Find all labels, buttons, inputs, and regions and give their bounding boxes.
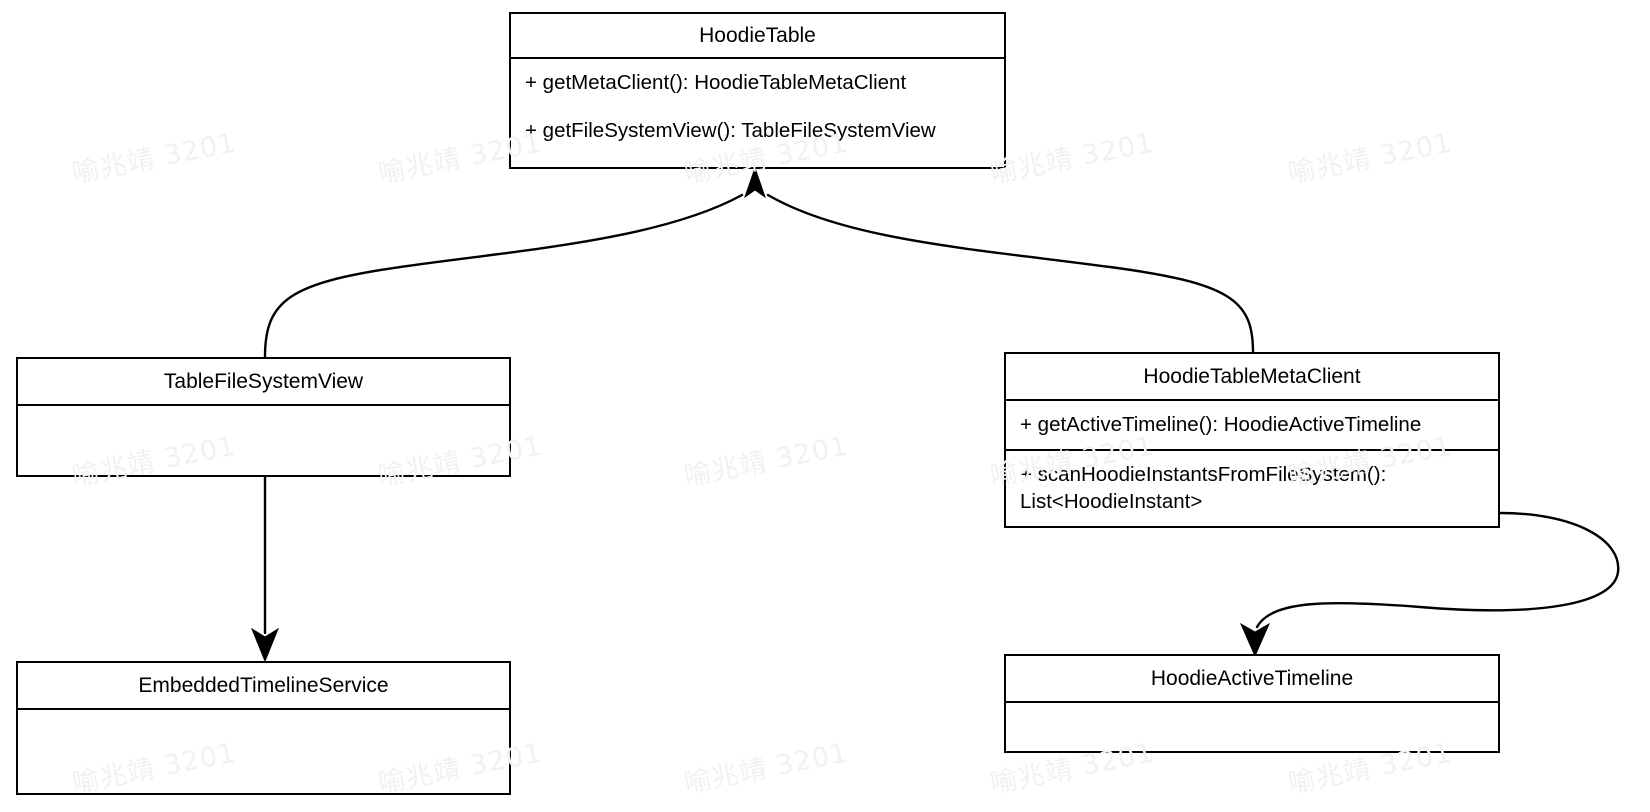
class-name-hoodie-table-meta-client: HoodieTableMetaClient bbox=[1006, 354, 1498, 402]
class-box-hoodie-table[interactable]: HoodieTable + getMetaClient(): HoodieTab… bbox=[509, 12, 1006, 169]
class-box-hoodie-table-meta-client[interactable]: HoodieTableMetaClient + getActiveTimelin… bbox=[1004, 352, 1500, 528]
edge-tablefilesystemview-to-hoodietable bbox=[263, 193, 744, 359]
class-name-hoodie-table: HoodieTable bbox=[511, 14, 1004, 60]
class-members-hoodie-table-meta-client-second: + scanHoodieInstantsFromFileSystem(): Li… bbox=[1006, 451, 1498, 525]
class-box-embedded-timeline-service[interactable]: EmbeddedTimelineService bbox=[16, 661, 511, 795]
edge-hoodietablemetaclient-to-hoodieactivetimeline bbox=[1255, 511, 1620, 629]
class-member: + getMetaClient(): HoodieTableMetaClient bbox=[525, 71, 907, 95]
arrowhead-into-hoodietable bbox=[744, 166, 766, 199]
class-member: + getFileSystemView(): TableFileSystemVi… bbox=[525, 119, 936, 143]
class-member: + getActiveTimeline(): HoodieActiveTimel… bbox=[1020, 413, 1422, 437]
class-empty-member-area bbox=[18, 406, 509, 450]
class-member: + scanHoodieInstantsFromFileSystem(): Li… bbox=[1020, 463, 1387, 513]
class-box-table-file-system-view[interactable]: TableFileSystemView bbox=[16, 357, 511, 477]
arrowhead-into-embeddedtimelineservice bbox=[250, 627, 280, 663]
class-name-embedded-timeline-service: EmbeddedTimelineService bbox=[18, 663, 509, 711]
watermark-text: 喻兆靖 3201 bbox=[987, 127, 1157, 190]
class-members-table-file-system-view bbox=[18, 406, 509, 450]
class-members-hoodie-active-timeline bbox=[1006, 703, 1498, 745]
watermark-text: 喻兆靖 3201 bbox=[1285, 127, 1455, 190]
class-members-hoodie-table-meta-client-first: + getActiveTimeline(): HoodieActiveTimel… bbox=[1006, 401, 1498, 452]
class-empty-member-area bbox=[18, 710, 509, 760]
class-members-embedded-timeline-service bbox=[18, 710, 509, 760]
watermark-text: 喻兆靖 3201 bbox=[69, 127, 239, 190]
watermark-text: 喻兆靖 3201 bbox=[681, 430, 851, 493]
class-empty-member-area bbox=[1006, 703, 1498, 745]
arrowhead-into-hoodieactivetimeline bbox=[1239, 622, 1271, 658]
class-name-hoodie-active-timeline: HoodieActiveTimeline bbox=[1006, 656, 1498, 704]
class-box-hoodie-active-timeline[interactable]: HoodieActiveTimeline bbox=[1004, 654, 1500, 753]
class-members-hoodie-table: + getMetaClient(): HoodieTableMetaClient… bbox=[511, 59, 1004, 155]
class-name-table-file-system-view: TableFileSystemView bbox=[18, 359, 509, 407]
watermark-text: 喻兆靖 3201 bbox=[681, 737, 851, 800]
edge-hoodietablemetaclient-to-hoodietable bbox=[766, 193, 1255, 354]
